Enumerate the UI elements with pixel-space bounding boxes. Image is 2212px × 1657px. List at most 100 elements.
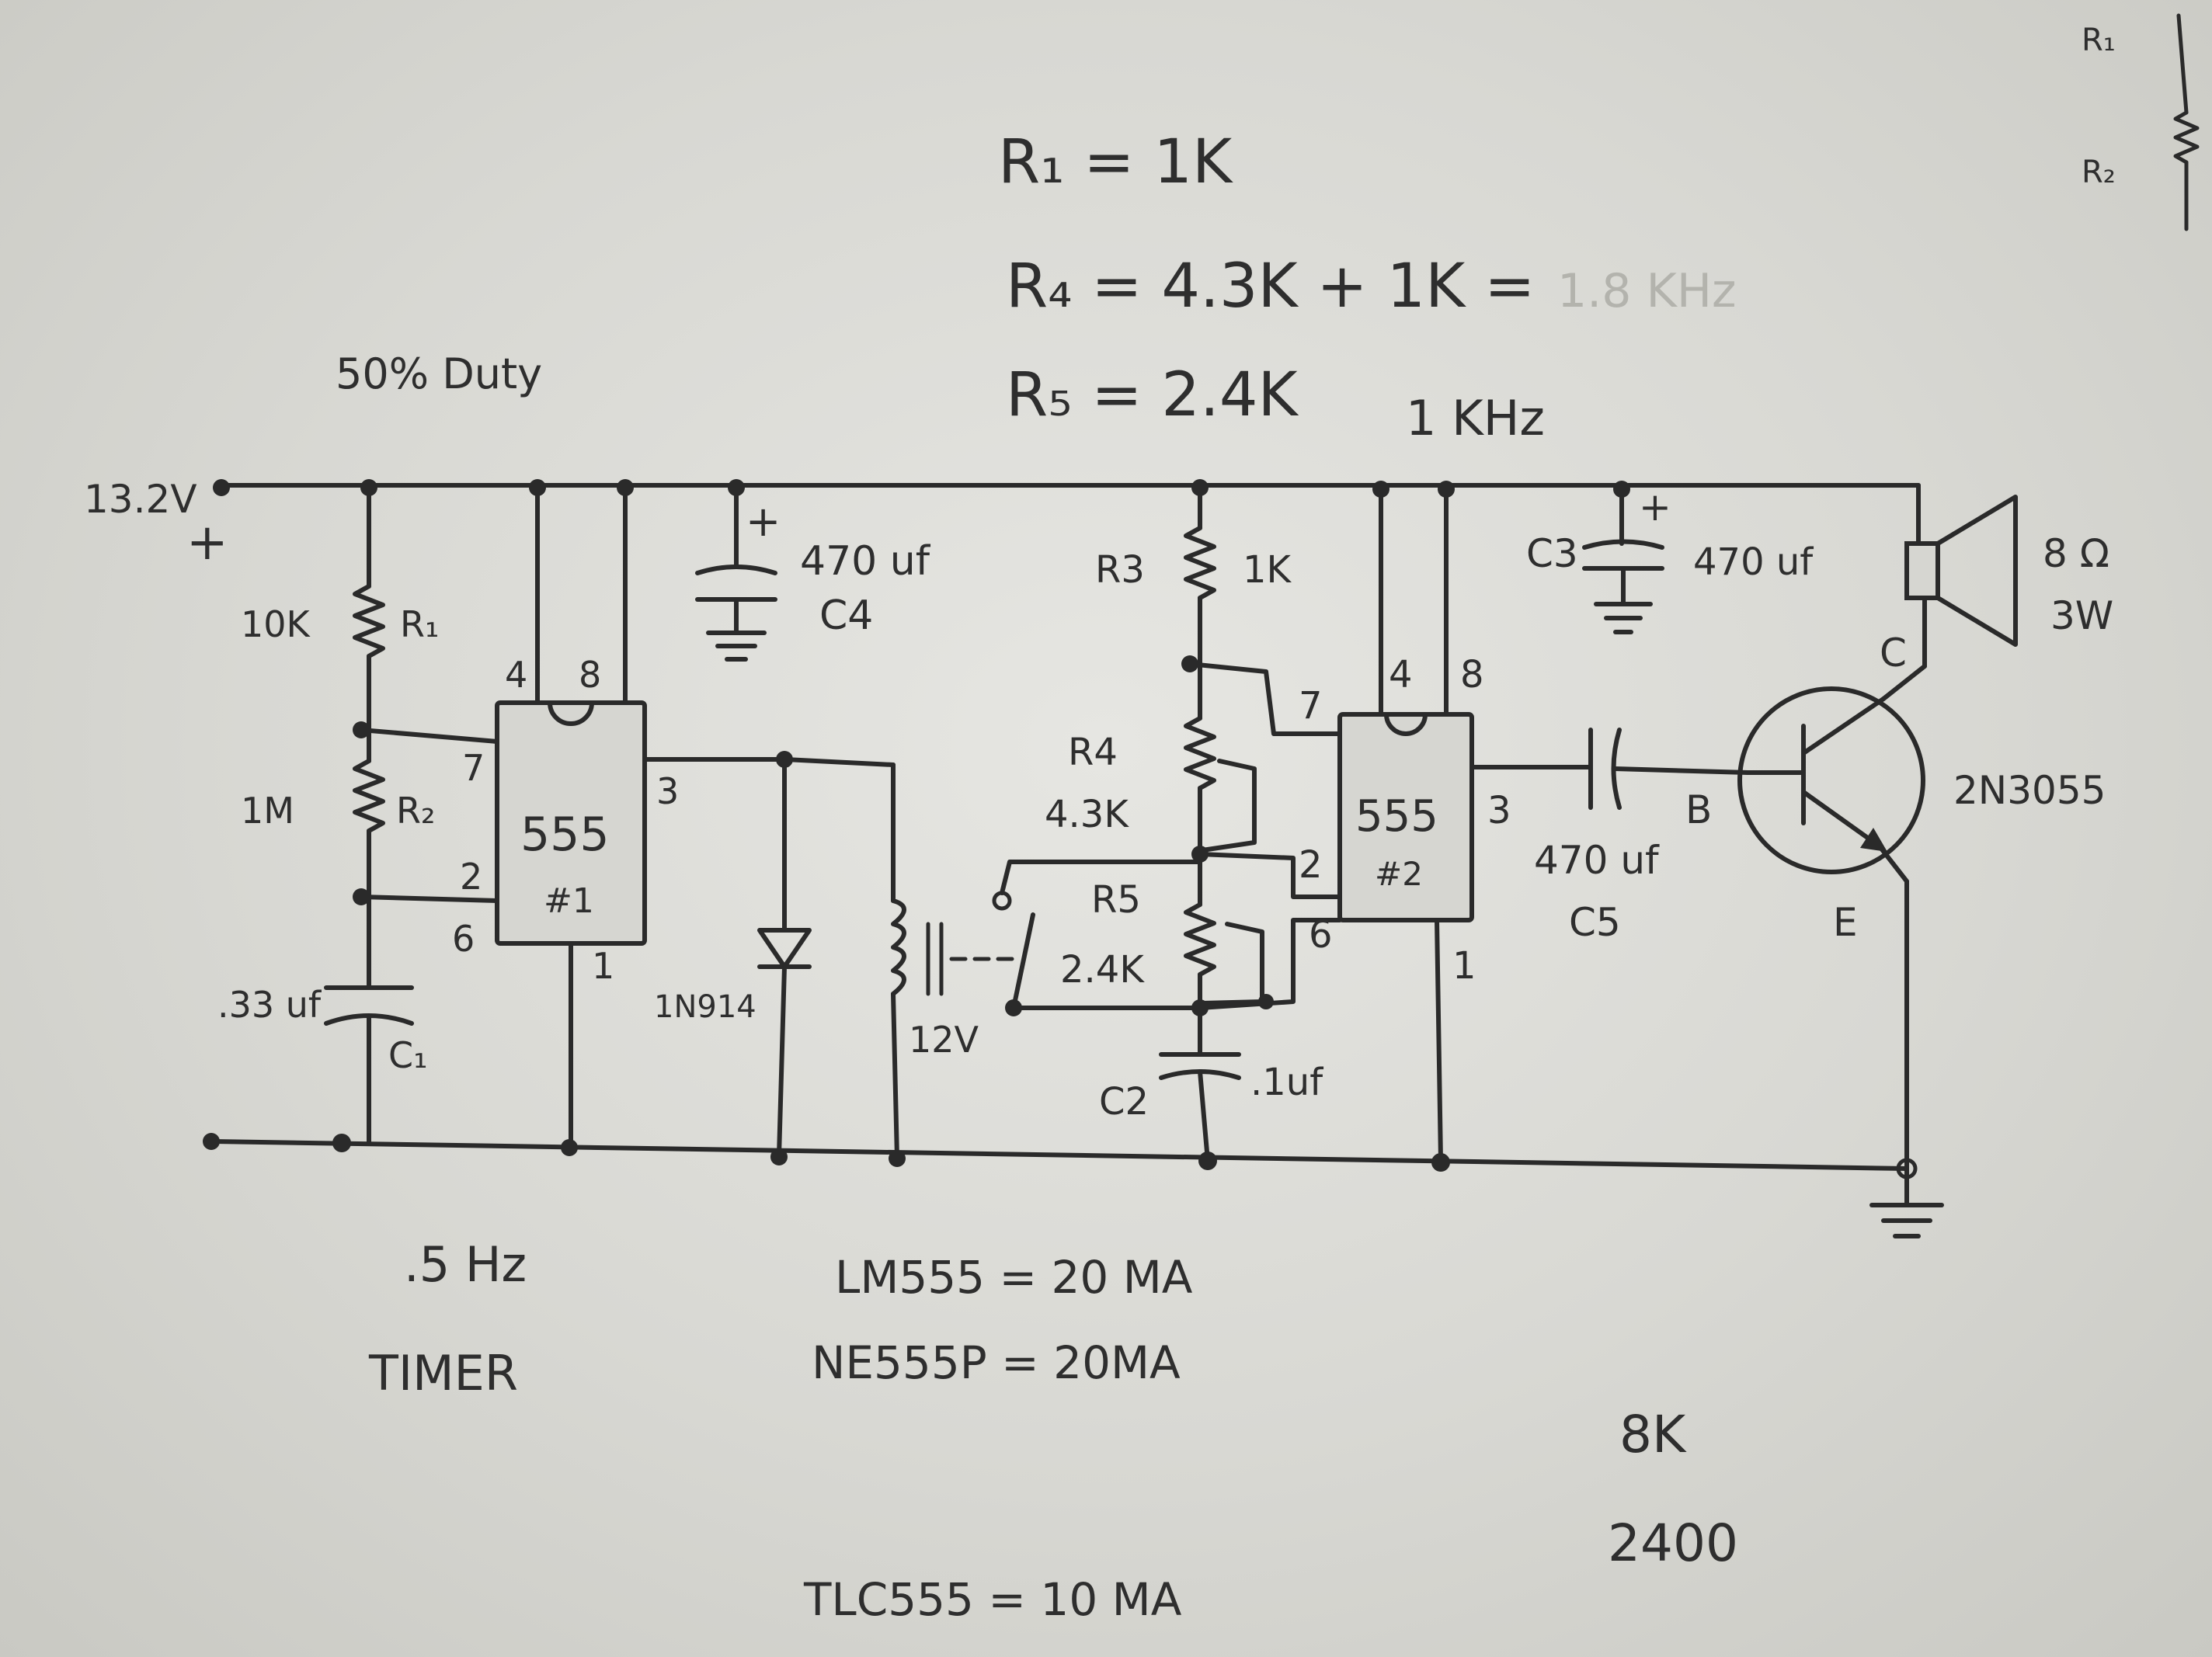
inset-wire (2176, 13, 2189, 115)
pin2-right-wire (1198, 852, 1342, 899)
emitter-wire (1877, 844, 1909, 884)
r3-value: 1K (1243, 548, 1292, 592)
ic1-notch (548, 700, 594, 726)
note-8k: 8K (1619, 1405, 1687, 1464)
ic2-notch (1384, 712, 1428, 736)
c5-label: C5 (1569, 900, 1621, 945)
note-tlc555: TLC555 = 10 MA (803, 1573, 1182, 1626)
ic2-pin-7: 7 (1299, 684, 1323, 728)
relay-switch-arm (1011, 912, 1035, 1010)
r5-wiper (1200, 922, 1264, 1006)
inset-r1: R₁ (2082, 23, 2116, 58)
speaker-body (1904, 541, 1940, 600)
ic2-chip-label: 555 (1355, 791, 1438, 842)
transistor-collector-lead (1801, 696, 1886, 756)
timer-ic-555-2 (1337, 712, 1474, 922)
ic1-pin-3: 3 (656, 770, 679, 812)
relay-coil (891, 898, 906, 996)
ic2-pin-3: 3 (1487, 789, 1511, 832)
ground-symbol-c4 (706, 630, 767, 662)
c3-plus: + (1639, 485, 1671, 530)
r1-value: 10K (241, 603, 311, 645)
pin7-right-wire (1188, 662, 1342, 736)
r4-label: R4 (1068, 731, 1118, 774)
resistor-r2 (353, 759, 385, 833)
c4-plus: + (746, 497, 781, 546)
relay-contact-1 (992, 891, 1012, 911)
c1-value: .33 uf (217, 984, 322, 1026)
frequency-label: 1 KHz (1406, 390, 1545, 446)
r5-value: 2.4K (1060, 948, 1145, 992)
c2-label: C2 (1099, 1080, 1149, 1124)
transistor-base: B (1685, 787, 1712, 832)
note-ne555p: NE555P = 20MA (812, 1336, 1181, 1389)
equation-r5: R₅ = 2.4K (1006, 360, 1299, 430)
note-timer: TIMER (368, 1345, 518, 1402)
note-freq: .5 Hz (404, 1236, 527, 1293)
diode-1n914 (757, 928, 812, 969)
pin7-wire (359, 728, 499, 744)
ic1-pin-2: 2 (460, 856, 482, 898)
c2-value: .1uf (1250, 1061, 1323, 1104)
diode-ground-wire (777, 964, 787, 1158)
c2-ground-wire (1198, 1069, 1210, 1163)
c4-label: C4 (819, 592, 873, 639)
pin2-wire (359, 895, 499, 903)
pin6-right-wire (1198, 918, 1342, 1010)
speaker-cone (1936, 495, 2018, 647)
transistor-emitter: E (1833, 900, 1858, 945)
inset-r2: R₂ (2082, 155, 2116, 190)
ic1-id: #1 (544, 881, 594, 921)
ic1-pin-1: 1 (592, 945, 614, 987)
ic1-chip-label: 555 (520, 808, 610, 862)
ic1-pin-4: 4 (505, 654, 527, 696)
c3-label: C3 (1526, 531, 1578, 576)
potentiometer-r5 (1184, 902, 1216, 977)
capacitor-c4-plate-top (695, 564, 777, 575)
diode-label: 1N914 (654, 989, 756, 1025)
transistor-part: 2N3055 (1953, 768, 2106, 813)
c3-value: 470 uf (1693, 540, 1814, 584)
ground-symbol-main (1869, 1203, 1944, 1238)
c5-base-wire (1613, 766, 1750, 775)
ic1-pin-6: 6 (452, 918, 475, 960)
supply-voltage: 13.2V (84, 477, 197, 522)
r4-value: 4.3K (1045, 793, 1129, 836)
collector-to-speaker-wire (1881, 664, 1927, 701)
ic2-pin-1: 1 (1452, 944, 1476, 988)
r1-label: R₁ (400, 603, 439, 645)
resistor-r3 (1184, 526, 1216, 600)
relay-feed-wire (782, 757, 896, 767)
relay-contact-1-wire (1000, 860, 1202, 895)
transistor-emitter-lead (1801, 790, 1882, 849)
transistor-2n3055 (1737, 686, 1925, 874)
duty-label: 50% Duty (336, 349, 542, 398)
resistor-r1 (353, 584, 385, 658)
ground-terminal (203, 1133, 220, 1150)
ic2-pin-4: 4 (1389, 653, 1413, 696)
supply-terminal (213, 479, 230, 496)
inset-resistor (2173, 110, 2200, 165)
c4-value: 470 uf (800, 538, 931, 585)
speaker-wattage: 3W (2050, 593, 2113, 638)
equation-r4: R₄ = 4.3K + 1K = (1006, 252, 1535, 321)
ic1-pin-7: 7 (462, 747, 485, 789)
r2-label: R₂ (396, 790, 435, 832)
potentiometer-r4 (1184, 716, 1216, 790)
equation-r4-faint: 1.8 KHz (1557, 264, 1736, 318)
supply-plus: + (186, 514, 228, 571)
r5-label: R5 (1091, 878, 1141, 922)
ic2-pin-6: 6 (1309, 913, 1333, 957)
note-lm555: LM555 = 20 MA (835, 1251, 1193, 1304)
ic2-pin1-ground-wire (1435, 918, 1443, 1163)
c5-value: 470 uf (1534, 838, 1660, 883)
transistor-collector: C (1880, 630, 1907, 676)
ground-rail (211, 1139, 1909, 1171)
equation-r1: R₁ = 1K (998, 127, 1233, 197)
ground-symbol-c3 (1594, 602, 1653, 634)
note-2400: 2400 (1608, 1513, 1738, 1573)
relay-ground-wire (891, 992, 899, 1161)
speaker-impedance: 8 Ω (2043, 531, 2109, 576)
